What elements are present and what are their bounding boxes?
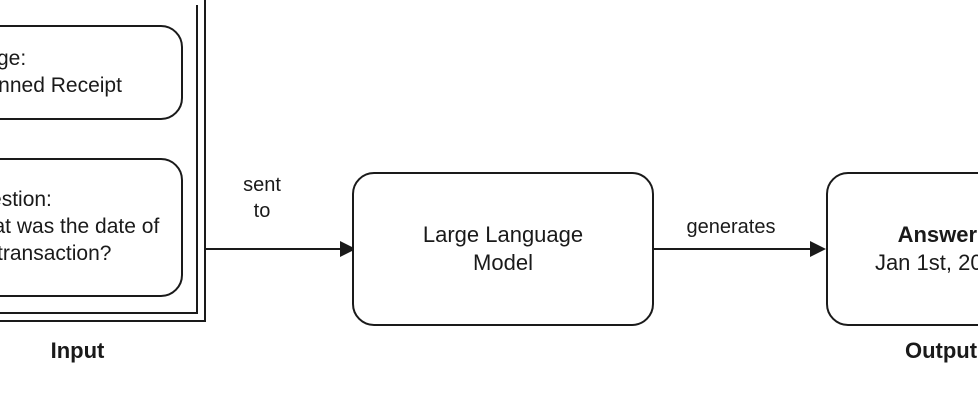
input-image-label: Image: [0,46,27,70]
edge-label-generates: generates [686,216,776,238]
model-node-line2: Model [473,250,533,275]
arrow-model-to-output [654,241,826,257]
output-answer-value: Jan 1st, 2024 [874,250,978,275]
input-image-value: Scanned Receipt [0,73,122,97]
large-language-model-node[interactable]: Large Language Model [352,172,654,326]
model-node-line1: Large Language [422,221,584,247]
input-question-node[interactable]: Question: What was the date of the trans… [0,158,183,297]
edge-label-sent-to: sent to [222,172,302,225]
input-group-caption: Input [50,338,105,363]
edge-label-sent-to-line1: sent [243,174,281,196]
output-answer-title: Answer: [897,221,978,247]
edge-label-sent-to-line2: to [253,200,271,223]
input-question-text-line1: What was the date of [0,215,160,239]
input-question-label: Question: [0,188,52,212]
arrow-input-to-model [206,241,356,257]
output-answer-node[interactable]: Answer: Jan 1st, 2024 [826,172,978,326]
input-image-node[interactable]: Image: Scanned Receipt [0,25,183,120]
input-question-text-line2: the transaction? [0,241,112,265]
output-group-caption: Output [904,338,978,363]
